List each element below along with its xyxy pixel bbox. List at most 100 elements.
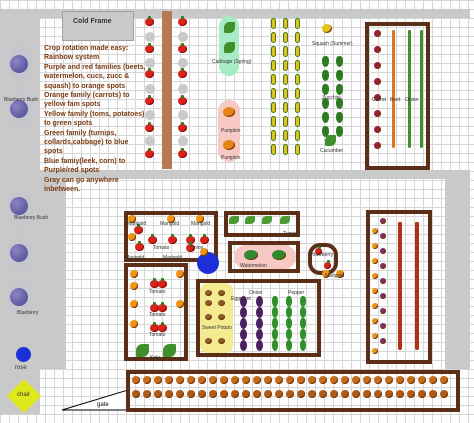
onion-icon [380,308,386,314]
corn-icon [283,18,288,29]
corn-icon [295,18,300,29]
cucumber-label: Cucumber [320,148,344,154]
onion-icon [374,376,382,384]
onion-icon [440,376,448,384]
note-line: Crop rotation made easy: [44,45,129,52]
bed-potato-eggplant [196,279,321,357]
marigold-label: Marigold [127,221,147,227]
turnip-icon [280,216,290,224]
onion-icon [275,376,283,384]
onion-icon [319,390,327,398]
marigold-icon [196,215,204,223]
tomato-icon [186,242,195,252]
beet-icon [374,78,381,85]
onion-label: Onion [405,97,419,103]
pepper-icon [272,296,278,307]
onion-icon [385,376,393,384]
cucumber-icon [325,135,336,146]
bed-tomato-top [142,11,192,169]
marigold-icon [372,318,378,324]
blueberry-icon [10,55,28,73]
tomato-icon [150,278,159,288]
zucchini-icon [336,112,343,123]
path-top [40,9,470,18]
note-line: Yellow family (toms, potatoes) [44,110,145,118]
turnip-icon [262,216,272,224]
tomato-label: Tomato [149,312,166,318]
tomato-icon [158,322,167,332]
pepper-icon [300,296,306,307]
marigold-icon [130,320,138,328]
rose-label: rose [15,365,27,371]
onion-icon [187,390,195,398]
corn-icon [271,60,276,71]
onion-icon [165,390,173,398]
zucchini-icon [322,56,329,67]
marigold-icon [372,273,378,279]
beet-icon [374,126,381,133]
tomato-icon [145,122,154,132]
eggplant-icon [240,296,247,307]
onion-icon [341,376,349,384]
onion-icon [352,390,360,398]
carrot-icon [392,30,395,148]
crop-rotation-notes: Crop rotation made easy: Rainbow system … [44,44,149,195]
potato-icon [205,290,212,296]
onion-icon [440,390,448,398]
marigold-icon [167,215,175,223]
marigold-icon [130,270,138,278]
tomato-icon [168,234,177,244]
tomato-icon [148,234,157,244]
eggplant-icon [256,318,263,329]
onion-icon [264,390,272,398]
marigold-label: Marigold [191,221,211,227]
blue-spot [197,252,219,274]
corn-icon [271,46,276,57]
zucchini-icon [322,70,329,81]
watermelon-icon [272,250,286,260]
note-line: inbetween. [44,186,81,194]
note-line: Purple and red families (beets, [44,63,146,71]
potato-icon [218,300,225,306]
gray-spot [178,84,188,94]
zucchini-icon [336,56,343,67]
kale-label: Kale [150,355,161,361]
gray-spot [145,136,155,146]
pepper-icon [300,340,306,351]
corn-icon [295,88,300,99]
note-line: collards,cabbage) to blue spots [44,139,129,156]
tomato-label: Tomato [153,245,170,251]
note-line: Blue famiy(leek, corn) to [44,157,126,165]
potato-label: Sweet Potato [202,325,232,331]
cold-frame: Cold Frame [62,11,134,41]
onion-icon [209,376,217,384]
onion-icon [231,390,239,398]
note-line: Purple/red spots [44,167,100,175]
strawberry-icon [315,246,322,255]
eggplant-icon [240,307,247,318]
eggplant-icon [240,329,247,340]
corn-icon [283,60,288,71]
zucchini-icon [336,126,343,137]
gate [61,389,129,411]
eggplant-icon [256,340,263,351]
pepper-icon [272,318,278,329]
pepper-icon [300,318,306,329]
onion-label: Onion [190,245,204,251]
cold-frame-title: Cold Frame [73,18,112,25]
tomato-icon [145,16,154,26]
onion-icon [429,390,437,398]
tomato-icon [178,148,187,158]
onion-icon [220,390,228,398]
tomato-icon [158,278,167,288]
onion-icon [187,376,195,384]
bean-icon [398,222,402,350]
bed-right-tall [366,210,432,364]
note-line: Green family (turnips, [44,129,117,137]
onion-icon [380,263,386,269]
peppers-label: Pepper [288,290,305,296]
cabbage-label: Cabbage (Spring) [212,59,252,65]
tomato-icon [200,234,209,244]
marigold-icon [176,300,184,308]
onion-icon [176,376,184,384]
